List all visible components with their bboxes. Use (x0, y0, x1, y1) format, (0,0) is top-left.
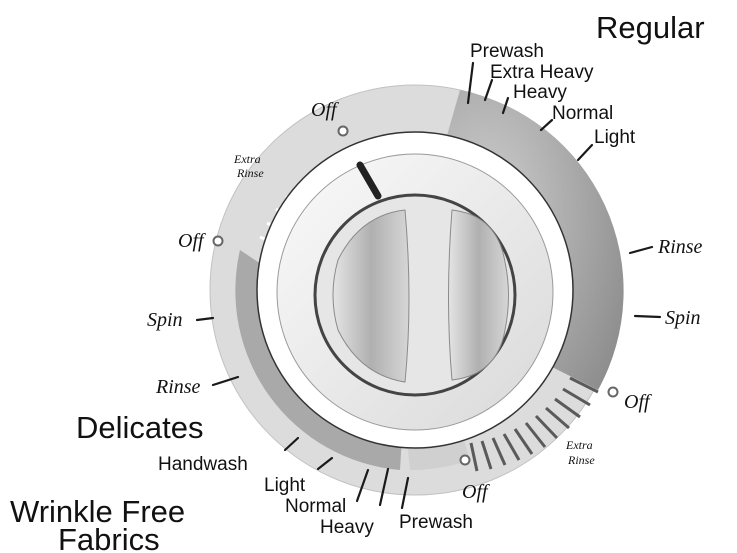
top-extra-rinse-line2: Rinse (236, 166, 264, 180)
regular-light-label: Light (594, 127, 636, 148)
regular-prewash-label: Prewash (470, 41, 544, 62)
regular-extra-heavy-label: Extra Heavy (490, 62, 594, 83)
bottom-extra-rinse-line2: Rinse (567, 453, 595, 467)
regular-heading: Regular (596, 10, 705, 45)
delicates-off-dot (214, 237, 223, 246)
top-off-label: Off (311, 99, 339, 121)
regular-rinse-label: Rinse (657, 236, 703, 258)
wrinkle-free-off-dot (461, 456, 470, 465)
delicates-light-label: Light (264, 475, 306, 496)
delicates-heading: Delicates (76, 410, 204, 445)
wrinkle-free-prewash-label: Prewash (399, 512, 473, 533)
wrinkle-free-normal-label: Normal (285, 496, 346, 517)
top-extra-rinse-line1: Extra (233, 152, 261, 166)
regular-off-dot (609, 388, 618, 397)
regular-normal-label: Normal (552, 103, 613, 124)
bottom-extra-rinse-line1: Extra (565, 438, 593, 452)
regular-heavy-label: Heavy (513, 82, 567, 103)
regular-spin-label: Spin (665, 307, 701, 329)
delicates-rinse-label: Rinse (155, 376, 201, 398)
wrinkle-free-off-label: Off (462, 481, 490, 503)
regular-off-label: Off (624, 391, 652, 413)
delicates-handwash-label: Handwash (158, 454, 248, 475)
wrinkle-free-heading-line2: Fabrics (58, 522, 160, 553)
delicates-spin-label: Spin (147, 309, 183, 331)
wrinkle-free-heavy-label: Heavy (320, 517, 374, 538)
top-off-dot (339, 127, 348, 136)
delicates-off-label: Off (178, 230, 206, 252)
